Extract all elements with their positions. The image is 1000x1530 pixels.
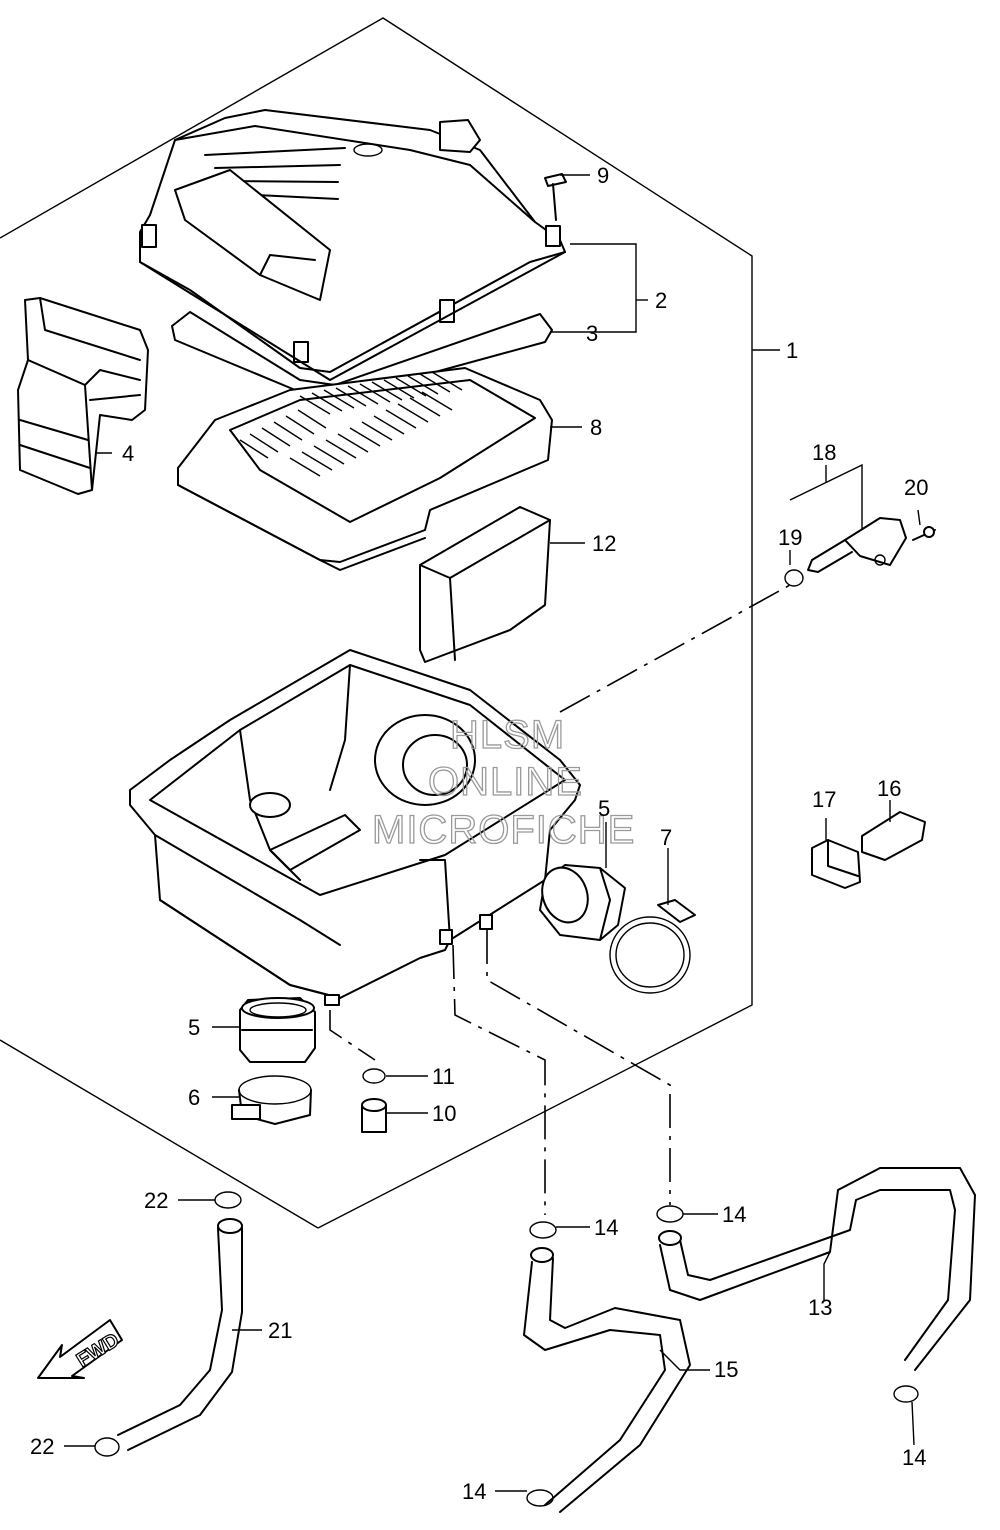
rubber-connector-right [539, 864, 626, 941]
callout-14-d: 14 [462, 1479, 486, 1504]
connector-16 [861, 811, 926, 861]
callout-19: 19 [778, 525, 802, 550]
air-filter-element [177, 367, 553, 571]
watermark-line-2: ONLINE [428, 760, 583, 804]
callout-15: 15 [714, 1357, 738, 1382]
callout-8: 8 [590, 415, 602, 440]
cover-gasket [171, 311, 553, 399]
callout-21: 21 [268, 1318, 292, 1343]
cover-screw [544, 173, 567, 221]
drain-plug [361, 1098, 387, 1133]
callout-7: 7 [660, 825, 672, 850]
callout-14-b: 14 [722, 1202, 746, 1227]
breather-hose-13 [658, 1167, 976, 1371]
watermark-line-1: HLSM [450, 713, 565, 757]
hose-clamp-lower [231, 1075, 312, 1125]
callout-22-a: 22 [144, 1188, 168, 1213]
callout-14-c: 14 [902, 1445, 926, 1470]
callout-2: 2 [655, 288, 667, 313]
air-cleaner-cover [139, 109, 566, 381]
callout-numbers: 1 2 3 4 5 5 6 7 8 9 10 11 12 13 14 14 14… [30, 163, 928, 1504]
leader-lines [64, 174, 921, 1492]
callout-20: 20 [904, 475, 928, 500]
callout-18: 18 [812, 440, 836, 465]
callout-10: 10 [432, 1101, 456, 1126]
connector-17 [811, 839, 861, 889]
callout-3: 3 [586, 321, 598, 346]
hose-clamps [94, 1191, 919, 1507]
hose-clamp-right [609, 899, 696, 994]
callout-5-lower: 5 [188, 1015, 200, 1040]
callout-5-right: 5 [598, 796, 610, 821]
relationship-lines [329, 584, 791, 1215]
callout-13: 13 [808, 1295, 832, 1320]
drain-ring [362, 1068, 386, 1084]
forward-arrow: FWD [37, 1319, 124, 1379]
callout-9: 9 [597, 163, 609, 188]
rubber-connector-lower [239, 997, 316, 1063]
breather-hose-15 [523, 1247, 691, 1513]
callout-17: 17 [812, 787, 836, 812]
callout-22-b: 22 [30, 1434, 54, 1459]
callout-16: 16 [877, 776, 901, 801]
foam-pad [419, 506, 551, 663]
watermark-line-3: MICROFICHE [372, 808, 635, 852]
assembly-frame [0, 17, 780, 1229]
callout-6: 6 [188, 1085, 200, 1110]
watermark: HLSM ONLINE MICROFICHE [371, 712, 635, 852]
air-cleaner-case [129, 649, 581, 1006]
callout-1: 1 [786, 338, 798, 363]
callout-14-a: 14 [594, 1215, 618, 1240]
breather-hose-21 [117, 1218, 243, 1451]
intake-air-sensor [784, 517, 936, 587]
intake-duct [17, 297, 149, 495]
callout-12: 12 [592, 531, 616, 556]
callout-4: 4 [122, 441, 134, 466]
callout-11: 11 [432, 1064, 455, 1089]
